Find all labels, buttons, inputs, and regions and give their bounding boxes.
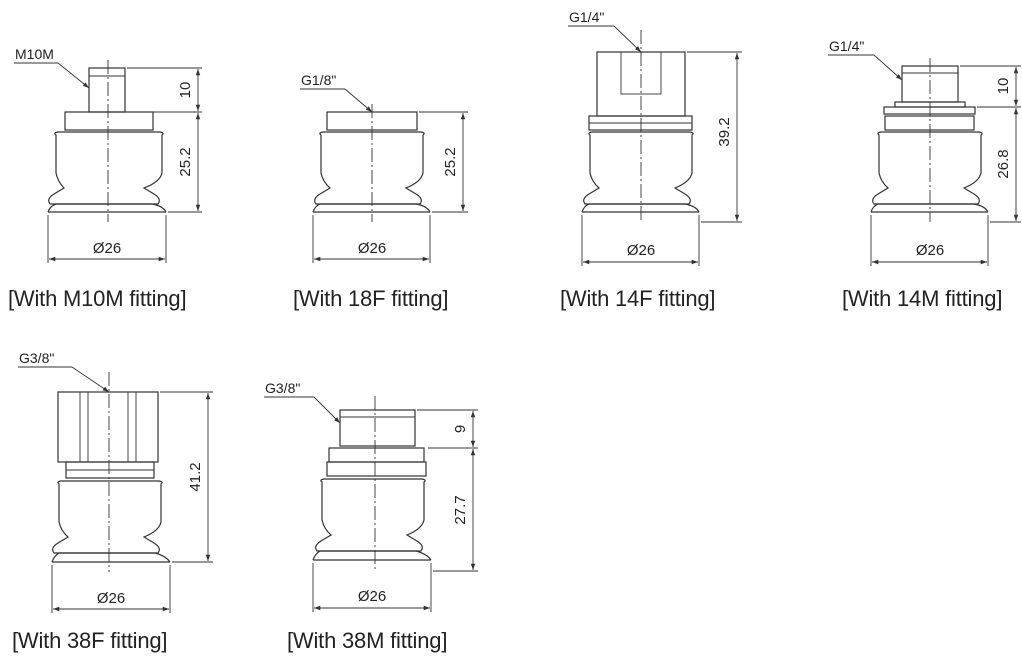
dimension-lower: 26.8: [995, 149, 1012, 178]
cup-body: [870, 58, 989, 222]
diameter-label: Ø26: [97, 590, 125, 607]
diameter-dimension: Ø26: [312, 563, 432, 612]
cup-body: [581, 30, 700, 222]
dimension-height: 25.2: [442, 147, 459, 176]
diameter-dimension: Ø26: [51, 565, 171, 613]
diameter-dimension: Ø26: [870, 215, 989, 266]
diagram-m10m: M10M 10 25.2 Ø26: [14, 46, 202, 263]
caption-38m: [With 38M fitting]: [287, 628, 448, 653]
fitting-label: M10M: [15, 46, 54, 62]
fitting-callout: G3/8": [18, 350, 110, 393]
dimension-height: 39.2: [716, 117, 733, 146]
caption-m10m: [With M10M fitting]: [8, 286, 187, 311]
height-dimensions: 41.2: [160, 391, 213, 563]
diagram-18f: G1/8" 25.2 Ø26: [300, 72, 468, 263]
height-dimensions: 9 27.7: [417, 409, 478, 572]
cup-body: [47, 60, 167, 222]
fitting-callout: G1/8": [300, 72, 373, 113]
fitting-label: G3/8": [265, 380, 300, 396]
dimension-upper: 10: [177, 82, 194, 99]
height-dimensions: 10 26.8: [960, 65, 1021, 223]
caption-38f: [With 38F fitting]: [12, 628, 168, 653]
fitting-callout: G1/4": [568, 9, 642, 53]
diameter-dimension: Ø26: [47, 215, 167, 263]
diameter-label: Ø26: [627, 242, 655, 259]
diameter-dimension: Ø26: [581, 215, 700, 266]
fitting-label: G1/8": [301, 72, 336, 88]
diameter-label: Ø26: [358, 588, 386, 605]
cup-body: [51, 372, 171, 572]
fitting-callout: G1/4": [828, 38, 903, 81]
diagram-38m: G3/8" 9 27.7 Ø26: [264, 380, 478, 612]
dimension-height: 41.2: [187, 462, 204, 491]
fitting-label: G1/4": [829, 38, 864, 54]
diameter-label: Ø26: [358, 240, 386, 257]
diagram-38f: G3/8" 41.2 Ø26: [18, 350, 213, 613]
height-dimensions: 10 25.2: [127, 67, 202, 213]
caption-18f: [With 18F fitting]: [293, 286, 449, 311]
cup-body: [312, 396, 432, 570]
caption-14m: [With 14M fitting]: [842, 286, 1003, 311]
dimension-upper: 9: [452, 425, 469, 433]
dimension-upper: 10: [995, 78, 1012, 95]
diagram-14m: G1/4" 10 26.8 Ø26: [828, 38, 1021, 266]
fitting-callout: G3/8": [264, 380, 341, 424]
cup-body: [312, 104, 431, 222]
caption-14f: [With 14F fitting]: [560, 286, 716, 311]
diameter-label: Ø26: [93, 240, 121, 257]
diameter-dimension: Ø26: [312, 215, 431, 263]
dimension-lower: 27.7: [452, 495, 469, 524]
fitting-callout: M10M: [14, 46, 90, 89]
fitting-label: G3/8": [19, 350, 54, 366]
height-dimensions: 39.2: [687, 51, 742, 223]
diameter-label: Ø26: [916, 242, 944, 259]
height-dimensions: 25.2: [419, 111, 468, 213]
diagram-14f: G1/4" 39.2 Ø26: [568, 9, 742, 266]
dimension-lower: 25.2: [177, 147, 194, 176]
fitting-label: G1/4": [569, 9, 604, 25]
